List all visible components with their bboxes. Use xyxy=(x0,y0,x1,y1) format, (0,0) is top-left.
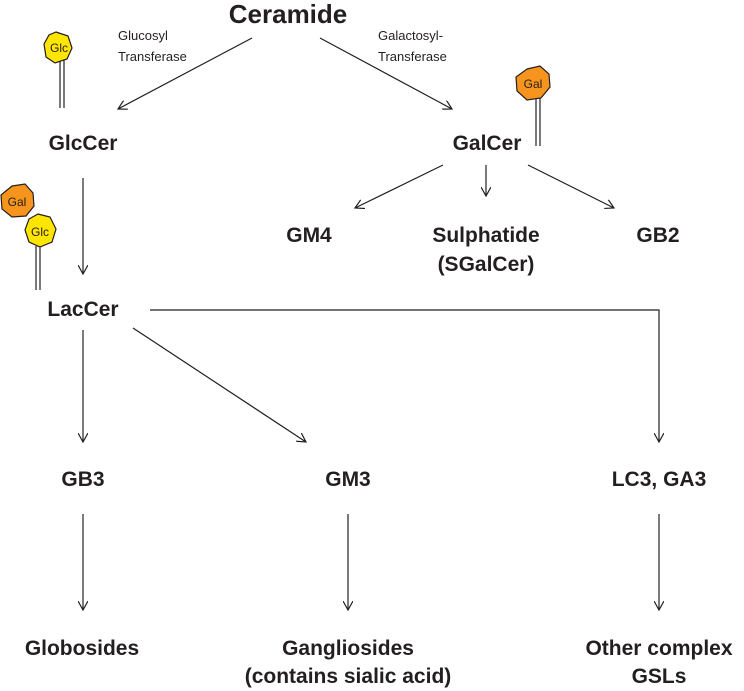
gal-text-2: Gal xyxy=(8,195,27,209)
galcer-label: GalCer xyxy=(453,132,522,155)
gm4-label: GM4 xyxy=(286,224,332,247)
glucosyl-transferase-line1: Glucosyl xyxy=(118,28,168,43)
gsls-label: GSLs xyxy=(632,665,687,688)
sialic-acid-label: (contains sialic acid) xyxy=(245,665,452,688)
sgalcer-label: (SGalCer) xyxy=(438,253,535,276)
gal-text: Gal xyxy=(524,77,543,91)
galactosyl-transferase-line2: Transferase xyxy=(378,49,447,64)
lc3-ga3-label: LC3, GA3 xyxy=(612,468,707,491)
gal-sugar-icon: Gal xyxy=(515,65,551,146)
galactosyl-transferase-line1: Galactosyl- xyxy=(378,28,443,43)
glucosyl-transferase-line2: Transferase xyxy=(118,49,187,64)
edge-laccer-lc3 xyxy=(150,309,659,442)
other-complex-label: Other complex xyxy=(585,637,732,660)
gangliosides-label: Gangliosides xyxy=(282,637,414,660)
edge-laccer-gm3 xyxy=(132,327,306,442)
edge-galcer-gb2 xyxy=(527,164,614,208)
edge-ceramide-galcer xyxy=(319,37,452,109)
edge-ceramide-glccer xyxy=(118,37,253,109)
gm3-label: GM3 xyxy=(325,468,371,491)
gb2-label: GB2 xyxy=(636,224,679,247)
laccer-label: LacCer xyxy=(47,298,118,321)
gb3-label: GB3 xyxy=(61,468,104,491)
glccer-label: GlcCer xyxy=(49,132,118,155)
glc-sugar-icon: Glc xyxy=(43,31,73,108)
edge-galcer-gm4 xyxy=(355,164,444,208)
glc-text: Glc xyxy=(50,41,68,55)
sulphatide-label: Sulphatide xyxy=(432,224,539,247)
globosides-label: Globosides xyxy=(25,637,139,660)
ceramide-label: Ceramide xyxy=(229,0,348,29)
lactose-sugar-icon: Gal Glc xyxy=(0,183,57,290)
glc-text-2: Glc xyxy=(31,225,49,239)
